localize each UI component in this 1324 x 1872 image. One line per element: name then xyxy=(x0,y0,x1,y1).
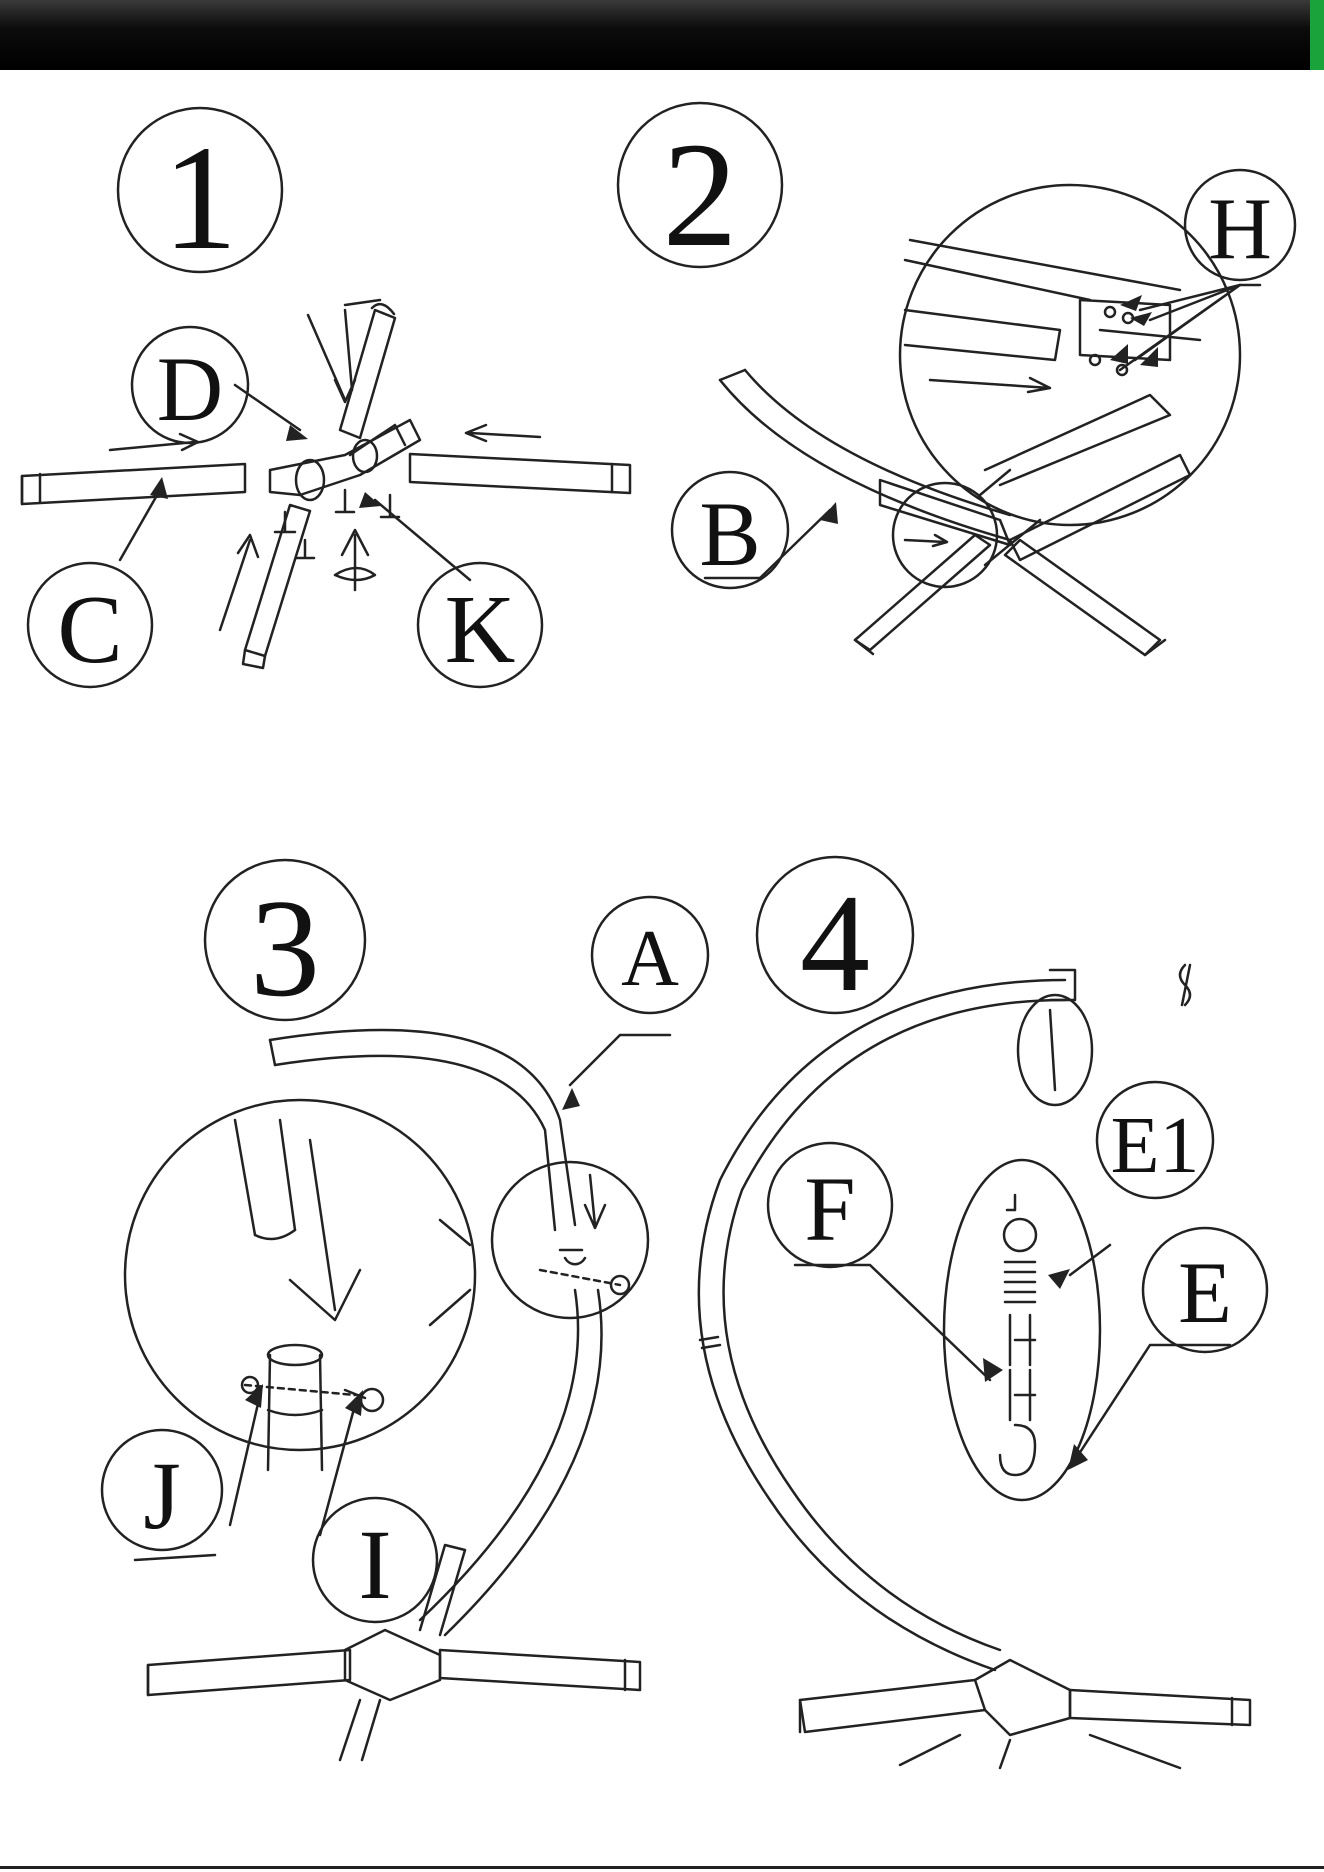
footer-rule xyxy=(0,1866,1324,1869)
label-k: K xyxy=(445,576,516,684)
label-f: F xyxy=(804,1158,855,1260)
step-2-diagram xyxy=(705,185,1260,655)
step-1-number: 1 xyxy=(163,115,238,281)
label-a: A xyxy=(621,915,679,1003)
label-h: H xyxy=(1208,181,1272,278)
label-e1: E1 xyxy=(1111,1102,1200,1190)
step-2-number: 2 xyxy=(663,112,738,278)
label-e: E xyxy=(1178,1245,1232,1342)
label-b: B xyxy=(699,483,760,585)
step-3-diagram xyxy=(125,1030,670,1760)
label-c: C xyxy=(57,576,122,684)
step-3-number: 3 xyxy=(250,871,320,1026)
label-d: D xyxy=(157,338,223,440)
step-4-number: 4 xyxy=(800,866,870,1021)
step-4-diagram xyxy=(699,965,1250,1768)
label-i: I xyxy=(358,1509,391,1620)
label-j: J xyxy=(143,1442,180,1549)
